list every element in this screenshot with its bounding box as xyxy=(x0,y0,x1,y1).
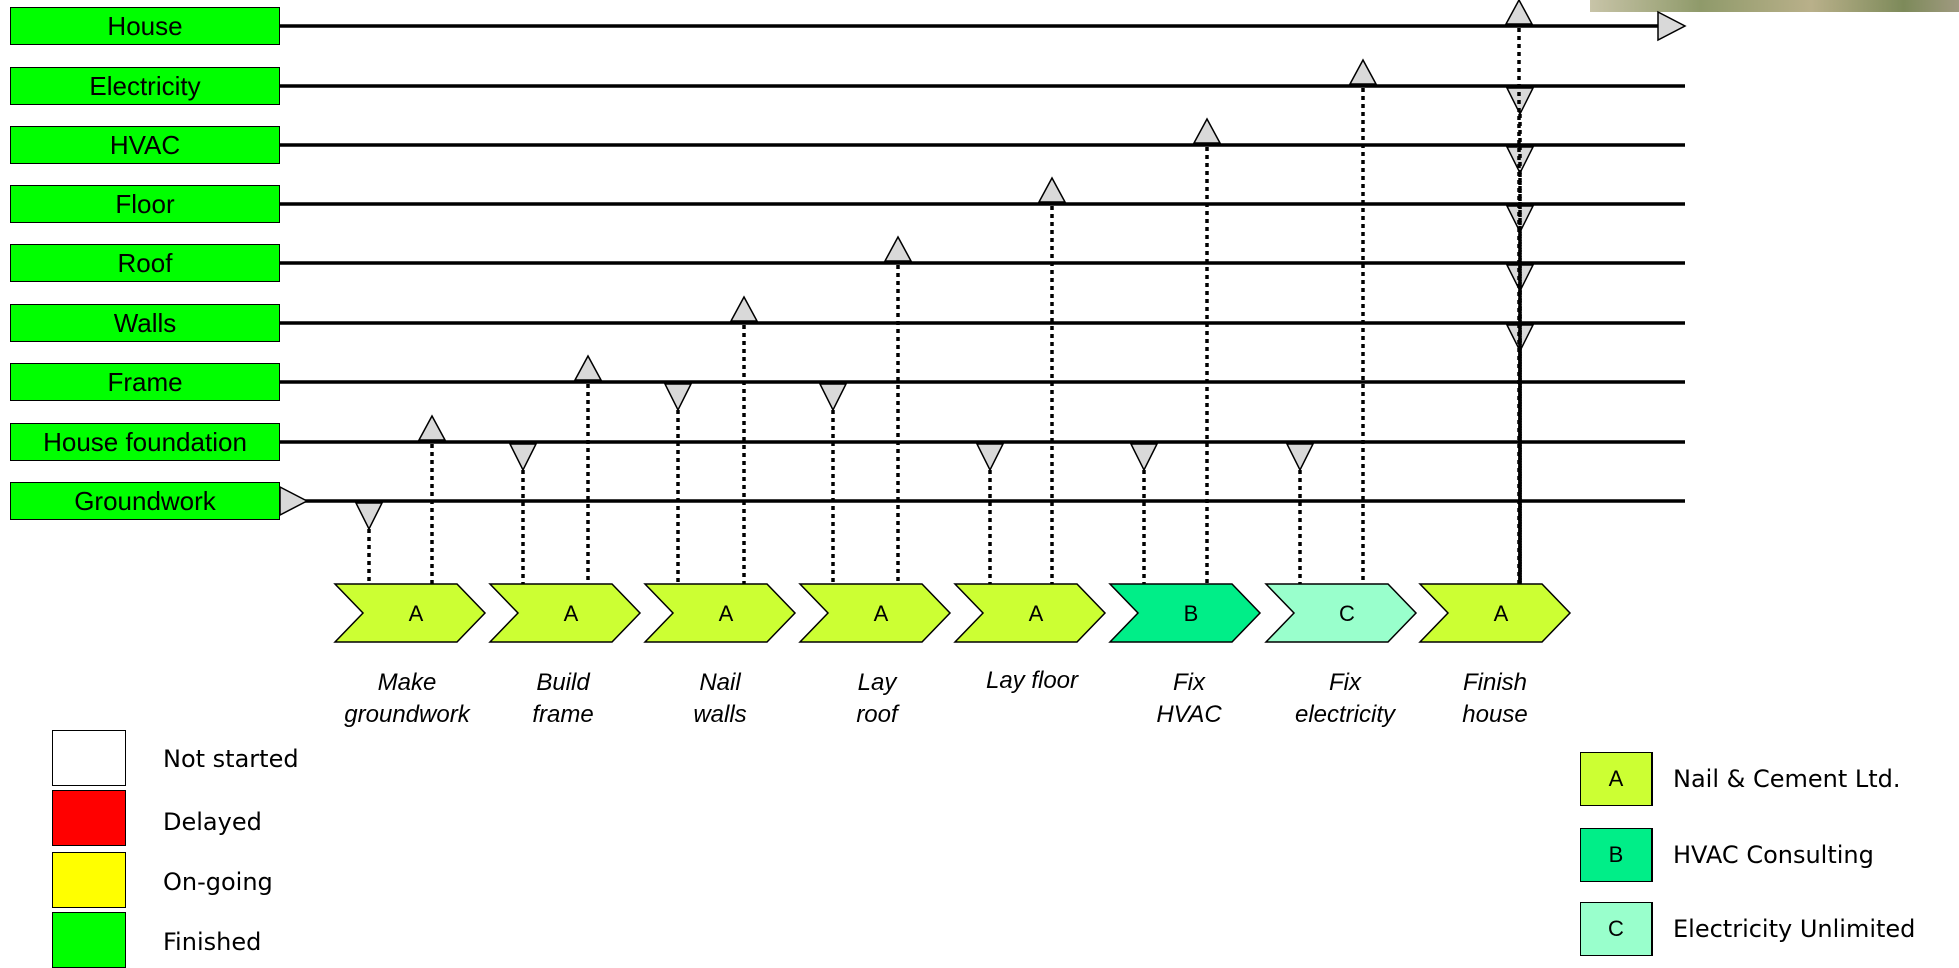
legend-swatch-finished xyxy=(52,912,126,968)
lane-house-foundation: House foundation xyxy=(10,423,280,461)
lane-electricity: Electricity xyxy=(10,67,280,105)
task-chevron xyxy=(1418,583,1572,643)
legend-label-delayed: Delayed xyxy=(163,808,262,836)
label-line: Fix xyxy=(1329,669,1361,696)
label-line: HVAC xyxy=(1156,701,1222,728)
output-triangle xyxy=(1504,0,1534,25)
lane-roof: Roof xyxy=(10,244,280,282)
legend-label-on-going: On-going xyxy=(163,868,273,896)
output-triangle xyxy=(573,354,603,381)
input-triangle xyxy=(975,443,1005,472)
task-chevron xyxy=(643,583,797,643)
label-line: walls xyxy=(693,701,747,728)
lane-label: Floor xyxy=(115,188,175,219)
input-triangle xyxy=(1285,443,1315,472)
supplier-code: A xyxy=(1608,766,1624,791)
supplier-code-c: C xyxy=(1580,902,1652,956)
task-code: A xyxy=(564,601,579,626)
label-line: house xyxy=(1462,701,1528,728)
supplier-code: B xyxy=(1608,842,1624,867)
legend-swatch-not-started xyxy=(52,730,126,786)
output-triangle xyxy=(1037,176,1067,203)
lane-frame: Frame xyxy=(10,363,280,401)
label-line: Finish xyxy=(1462,669,1528,696)
lane-start-arrow xyxy=(279,485,309,517)
lane-label: House foundation xyxy=(43,426,247,457)
supplier-name-b: HVAC Consulting xyxy=(1652,828,1952,882)
label-line: groundwork xyxy=(344,701,470,728)
lane-label: Frame xyxy=(107,366,183,397)
input-triangle xyxy=(354,502,384,531)
lane-groundwork: Groundwork xyxy=(10,482,280,520)
task-label-lay-roof: Lay roof xyxy=(792,667,962,731)
task-label-make-groundwork: Make groundwork xyxy=(322,667,492,731)
supplier-code-a: A xyxy=(1580,752,1652,806)
input-triangle xyxy=(508,443,538,472)
task-chevron xyxy=(1108,583,1262,643)
task-code: A xyxy=(1494,601,1509,626)
label-line: Build xyxy=(536,669,590,696)
input-triangle xyxy=(818,383,848,412)
label-line: electricity xyxy=(1294,701,1396,728)
task-label-fix-electricity: Fix electricity xyxy=(1260,667,1430,731)
output-triangle xyxy=(729,295,759,322)
legend-swatch-on-going xyxy=(52,852,126,908)
lane-label: Electricity xyxy=(89,70,201,101)
input-triangle xyxy=(663,383,693,412)
label-line: Fix xyxy=(1173,669,1205,696)
lane-label: Roof xyxy=(117,247,173,278)
task-label-nail-walls: Nail walls xyxy=(635,667,805,731)
task-code: A xyxy=(409,601,424,626)
legend-label-not-started: Not started xyxy=(163,745,299,773)
task-chevron xyxy=(333,583,487,643)
label-line: Lay xyxy=(857,669,897,696)
legend-label-finished: Finished xyxy=(163,928,262,956)
task-code: B xyxy=(1184,601,1199,626)
task-label-lay-floor: Lay floor xyxy=(947,665,1117,697)
label-line: roof xyxy=(856,701,898,728)
legend-swatch-delayed xyxy=(52,790,126,846)
lane-house: House xyxy=(10,7,280,45)
supplier-name-c: Electricity Unlimited xyxy=(1652,902,1952,956)
task-label-build-frame: Build frame xyxy=(478,667,648,731)
lane-label: House xyxy=(107,10,183,41)
lane-label: Groundwork xyxy=(74,485,216,516)
label-line: Nail xyxy=(699,669,741,696)
task-code: A xyxy=(1029,601,1044,626)
task-label-finish-house: Finish house xyxy=(1410,667,1580,731)
output-triangle xyxy=(1348,58,1378,85)
input-triangle xyxy=(1129,443,1159,472)
label-line: frame xyxy=(532,701,594,728)
task-chevron xyxy=(488,583,642,643)
lane-hvac: HVAC xyxy=(10,126,280,164)
supplier-code-b: B xyxy=(1580,828,1652,882)
lane-walls: Walls xyxy=(10,304,280,342)
output-triangle xyxy=(1192,117,1222,144)
task-chevron xyxy=(953,583,1107,643)
lane-floor: Floor xyxy=(10,185,280,223)
corner-photo xyxy=(1590,0,1959,12)
output-triangle xyxy=(417,414,447,441)
supplier-code: C xyxy=(1608,916,1624,941)
task-code: A xyxy=(874,601,889,626)
output-triangle xyxy=(883,235,913,262)
task-chevron xyxy=(798,583,952,643)
task-code: C xyxy=(1339,601,1355,626)
task-chevron xyxy=(1264,583,1418,643)
label-line: Lay floor xyxy=(985,667,1079,694)
label-line: Make xyxy=(377,669,437,696)
lane-label: HVAC xyxy=(109,129,181,160)
supplier-name-a: Nail & Cement Ltd. xyxy=(1652,752,1952,806)
task-code: A xyxy=(719,601,734,626)
lane-label: Walls xyxy=(113,307,177,338)
lane-end-arrow xyxy=(1657,10,1687,42)
